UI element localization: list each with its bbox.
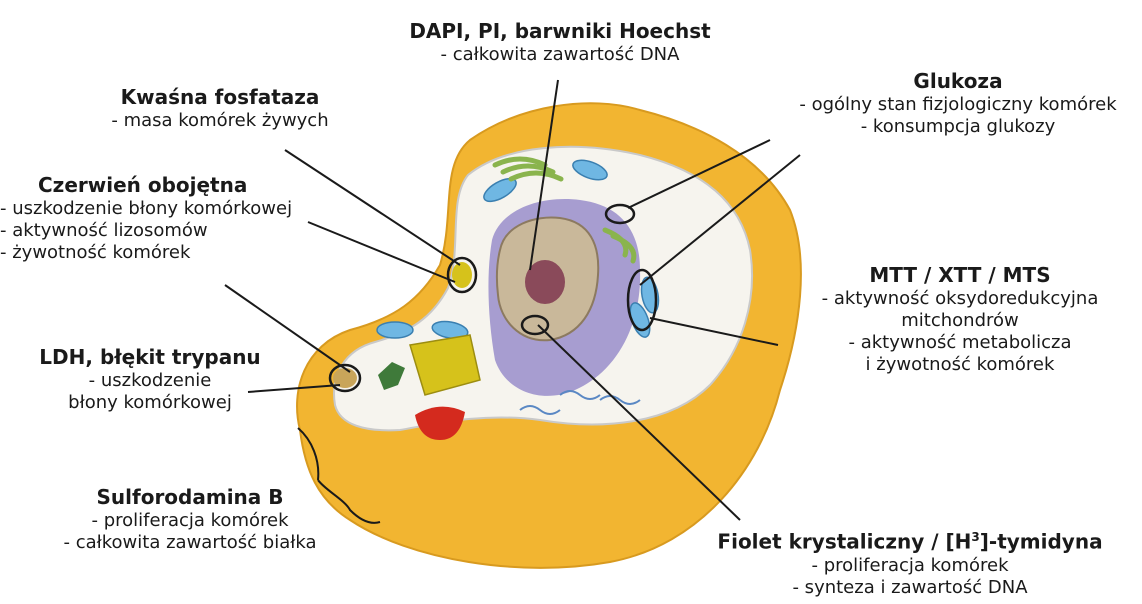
label-violet-title-pre: Fiolet krystaliczny / [H (717, 530, 971, 554)
label-neutral-title: Czerwień obojętna (0, 172, 340, 198)
label-violet-line2: - synteza i zawartość DNA (680, 577, 1140, 599)
label-ldh-title: LDH, błękit trypanu (20, 344, 280, 370)
label-violet: Fiolet krystaliczny / [H3]-tymidyna - pr… (680, 524, 1140, 599)
label-dapi: DAPI, PI, barwniki Hoechst - całkowita z… (380, 18, 740, 66)
label-glucose-title: Glukoza (780, 68, 1136, 94)
label-srb: Sulforodamina B - proliferacja komórek -… (30, 484, 350, 554)
label-neutral-line2: - aktywność lizosomów (0, 220, 340, 242)
label-srb-line2: - całkowita zawartość białka (30, 532, 350, 554)
label-neutral-line3: - żywotność komórek (0, 242, 340, 264)
mitochondrion (377, 322, 413, 338)
label-glucose-line2: - konsumpcja glukozy (780, 116, 1136, 138)
label-glucose: Glukoza - ogólny stan fizjologiczny komó… (780, 68, 1136, 138)
label-mtt: MTT / XTT / MTS - aktywność oksydoredukc… (790, 262, 1130, 376)
label-srb-title: Sulforodamina B (30, 484, 350, 510)
label-mtt-line4: i żywotność komórek (790, 354, 1130, 376)
label-neutral-line1: - uszkodzenie błony komórkowej (0, 198, 340, 220)
label-violet-title-post: ]-tymidyna (980, 530, 1103, 554)
label-ldh-line2: błony komórkowej (20, 392, 280, 414)
label-ldh: LDH, błękit trypanu - uszkodzenie błony … (20, 344, 280, 414)
label-violet-line1: - proliferacja komórek (680, 555, 1140, 577)
label-violet-title: Fiolet krystaliczny / [H3]-tymidyna (680, 524, 1140, 555)
label-acid: Kwaśna fosfataza - masa komórek żywych (60, 84, 380, 132)
label-acid-title: Kwaśna fosfataza (60, 84, 380, 110)
label-mtt-line3: - aktywność metabolicza (790, 332, 1130, 354)
label-mtt-line2: mitchondrów (790, 310, 1130, 332)
label-dapi-line: - całkowita zawartość DNA (380, 44, 740, 66)
label-mtt-title: MTT / XTT / MTS (790, 262, 1130, 288)
label-acid-line: - masa komórek żywych (60, 110, 380, 132)
label-srb-line1: - proliferacja komórek (30, 510, 350, 532)
label-glucose-line1: - ogólny stan fizjologiczny komórek (780, 94, 1136, 116)
label-ldh-line1: - uszkodzenie (20, 370, 280, 392)
vesicle (452, 262, 472, 288)
label-dapi-title: DAPI, PI, barwniki Hoechst (380, 18, 740, 44)
label-mtt-line1: - aktywność oksydoredukcyjna (790, 288, 1130, 310)
label-violet-title-sup: 3 (971, 530, 979, 544)
label-neutral: Czerwień obojętna - uszkodzenie błony ko… (0, 172, 340, 264)
